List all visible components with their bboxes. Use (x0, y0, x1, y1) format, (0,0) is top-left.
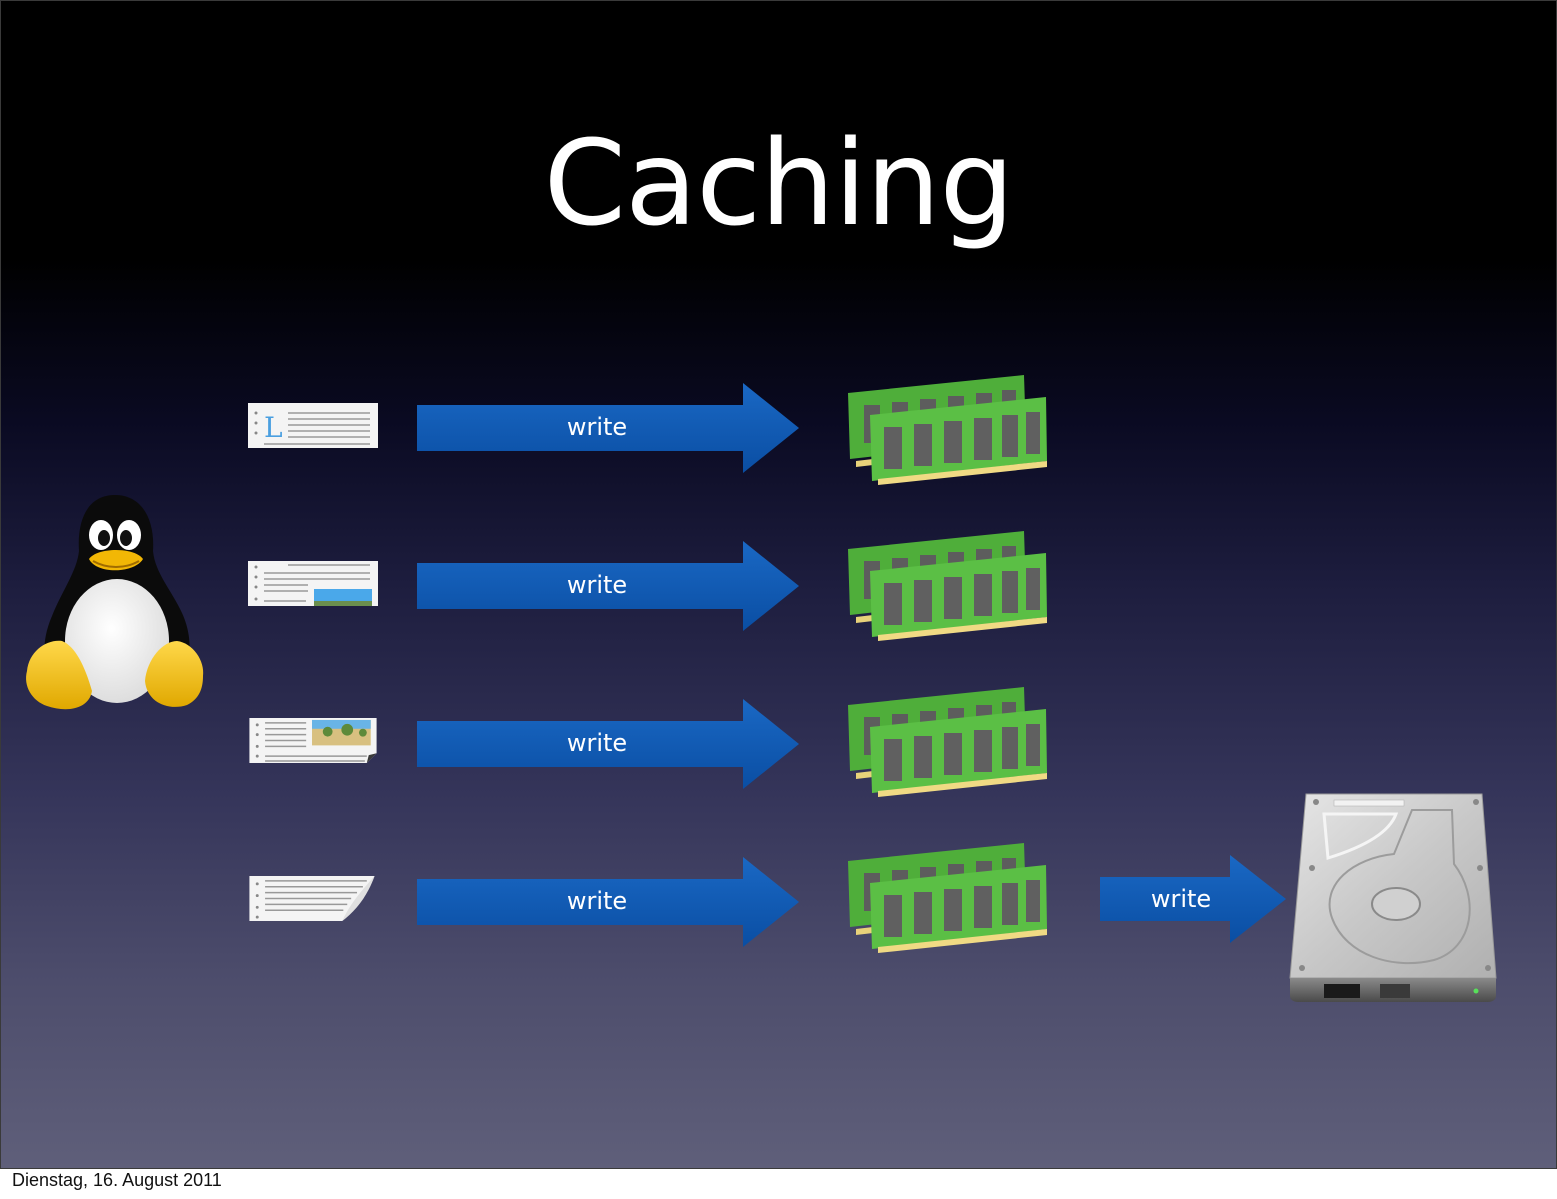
ram-memory-icon (848, 843, 1047, 953)
write-arrow-4 (417, 857, 799, 947)
document-page-3-icon (249, 718, 377, 763)
slide: Caching L (0, 0, 1557, 1169)
write-arrow-3-label: write (566, 729, 628, 757)
slide-title: Caching (543, 114, 1015, 252)
ram-memory-icon (848, 531, 1047, 641)
write-arrow-3 (417, 699, 799, 789)
write-to-disk-arrow (1100, 855, 1286, 943)
linux-tux-penguin-icon (26, 495, 204, 710)
document-page-2-icon (248, 561, 378, 606)
ram-memory-icon (848, 687, 1047, 797)
write-arrow-1-label: write (566, 413, 628, 441)
write-arrow-2 (417, 541, 799, 631)
write-to-disk-arrow-label: write (1150, 885, 1212, 913)
document-page-4-icon (249, 876, 375, 921)
footer-date: Dienstag, 16. August 2011 (12, 1170, 222, 1190)
write-arrow-2-label: write (566, 571, 628, 599)
hard-disk-drive-icon (1289, 793, 1497, 1002)
write-arrow-4-label: write (566, 887, 628, 915)
svg-text:L: L (264, 411, 283, 444)
document-page-1-icon: L (248, 403, 378, 448)
write-arrow-1 (417, 383, 799, 473)
ram-memory-icon (848, 375, 1047, 485)
